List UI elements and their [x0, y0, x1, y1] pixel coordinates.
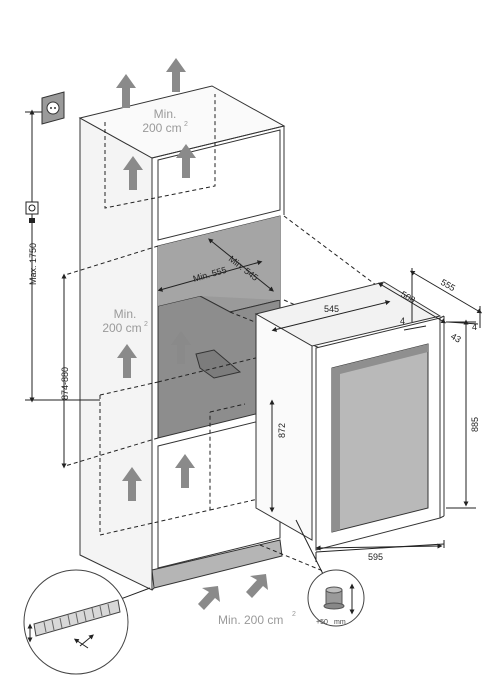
vent-top-sup: 2 — [184, 121, 188, 128]
vent-middle-sup: 2 — [144, 321, 148, 328]
vent-labels: Min. 200 cm 2 Min. 200 cm 2 Min. 200 cm … — [102, 107, 296, 627]
vent-arrow-up-icon — [122, 467, 142, 501]
left-dimensions — [25, 109, 100, 469]
niche-height: 874-880 — [60, 367, 70, 400]
vent-bottom-sup: 2 — [292, 611, 296, 618]
plug-icon-box — [25, 201, 39, 215]
foot-adjust-unit: mm — [334, 619, 346, 626]
vent-arrow-diag-icon — [246, 574, 268, 598]
vent-arrow-up-icon — [176, 144, 196, 178]
vent-top-value: 200 cm — [142, 121, 181, 135]
vent-top-label: Min. — [154, 107, 177, 121]
vent-arrows — [116, 58, 268, 610]
plug-icon — [28, 204, 36, 212]
overall-height: 885 — [470, 417, 480, 432]
vent-bottom-label: Min. 200 cm — [218, 613, 283, 627]
appliance-dimensions — [269, 268, 483, 562]
niche-step — [195, 349, 242, 379]
appliance-width: 545 — [324, 304, 339, 314]
vent-arrow-up-icon — [166, 58, 186, 92]
vent-middle-value: 200 cm — [102, 321, 141, 335]
vent-arrow-diag-icon — [198, 586, 220, 610]
appliance-height: 872 — [277, 423, 287, 438]
vent-arrow-up-icon — [116, 74, 136, 108]
hidden-edges — [64, 94, 381, 579]
overall-depth: 555 — [439, 277, 457, 293]
vent-middle-label: Min. — [114, 307, 137, 321]
door-width: 595 — [368, 552, 383, 562]
vent-arrow-up-icon — [123, 156, 143, 190]
vent-arrow-up-icon — [117, 344, 137, 378]
grille-detail — [23, 569, 151, 675]
door-gap-right: 4 — [472, 322, 477, 332]
niche-dimensions — [157, 238, 274, 292]
lower-compartment-front — [157, 415, 281, 569]
vent-arrow-up-icon — [171, 331, 191, 364]
door-thickness: 43 — [449, 331, 463, 345]
plinth — [151, 539, 283, 589]
vent-arrow-up-icon — [175, 454, 195, 488]
cabinet-left-face — [79, 117, 153, 591]
wall-socket — [41, 91, 65, 125]
max-socket-height: Max. 1750 — [28, 243, 38, 285]
foot-adjust: +50 — [316, 619, 328, 626]
door-gap: 4 — [400, 316, 405, 326]
foot-detail: +50 mm — [295, 519, 365, 627]
appliance — [254, 281, 445, 551]
